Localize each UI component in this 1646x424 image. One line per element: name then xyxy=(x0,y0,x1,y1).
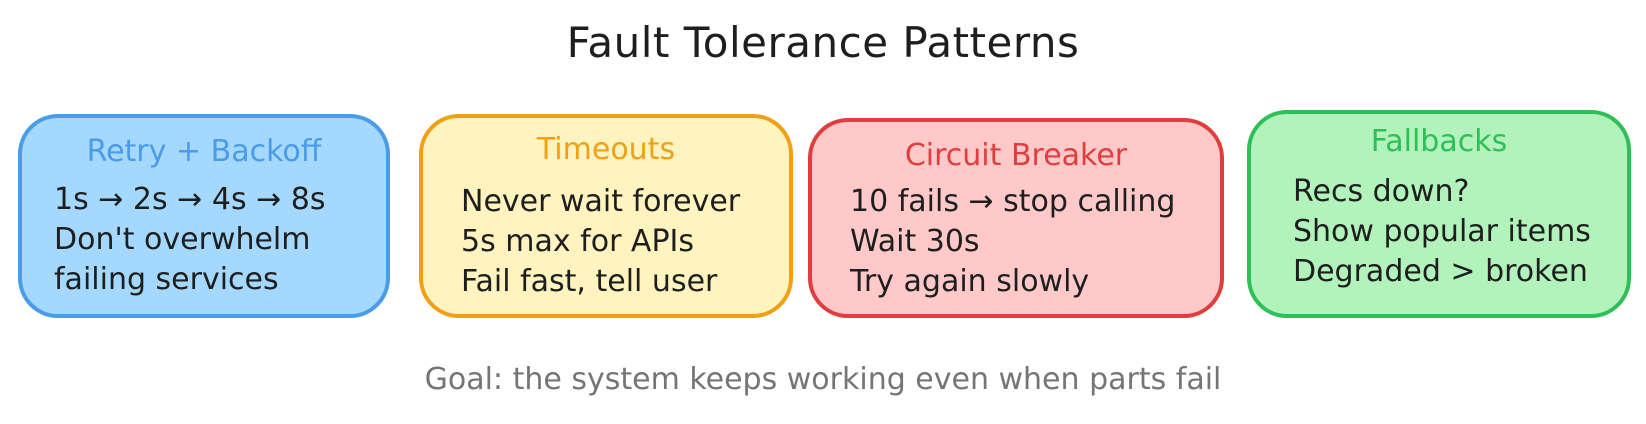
card-title: Circuit Breaker xyxy=(904,138,1128,173)
card-line: Degraded > broken xyxy=(1293,254,1588,289)
diagram-title: Fault Tolerance Patterns xyxy=(566,18,1080,67)
circuit-breaker-card: Circuit Breaker 10 fails → stop calling … xyxy=(808,118,1224,318)
card-line: Don't overwhelm xyxy=(54,222,311,257)
goal-caption: Goal: the system keeps working even when… xyxy=(424,362,1222,397)
card-line: Try again slowly xyxy=(850,264,1090,299)
card-lines: Recs down? Show popular items Degraded >… xyxy=(1293,172,1591,292)
card-line: 1s → 2s → 4s → 8s xyxy=(54,182,326,217)
card-title: Retry + Backoff xyxy=(86,134,322,169)
card-line: failing services xyxy=(54,262,279,297)
card-line: Recs down? xyxy=(1293,174,1470,209)
fallbacks-card: Fallbacks Recs down? Show popular items … xyxy=(1247,110,1631,318)
card-title: Timeouts xyxy=(536,132,676,167)
card-line: Never wait forever xyxy=(461,184,741,219)
card-title: Fallbacks xyxy=(1370,124,1508,159)
card-lines: Never wait forever 5s max for APIs Fail … xyxy=(461,182,740,302)
card-line: 5s max for APIs xyxy=(461,224,695,259)
retry-backoff-card: Retry + Backoff 1s → 2s → 4s → 8s Don't … xyxy=(18,114,390,318)
card-line: 10 fails → stop calling xyxy=(850,184,1176,219)
card-line: Wait 30s xyxy=(850,224,980,259)
card-lines: 1s → 2s → 4s → 8s Don't overwhelm failin… xyxy=(54,180,326,300)
timeouts-card: Timeouts Never wait forever 5s max for A… xyxy=(419,114,793,318)
card-lines: 10 fails → stop calling Wait 30s Try aga… xyxy=(850,182,1175,302)
card-line: Fail fast, tell user xyxy=(461,264,718,299)
card-line: Show popular items xyxy=(1293,214,1591,249)
